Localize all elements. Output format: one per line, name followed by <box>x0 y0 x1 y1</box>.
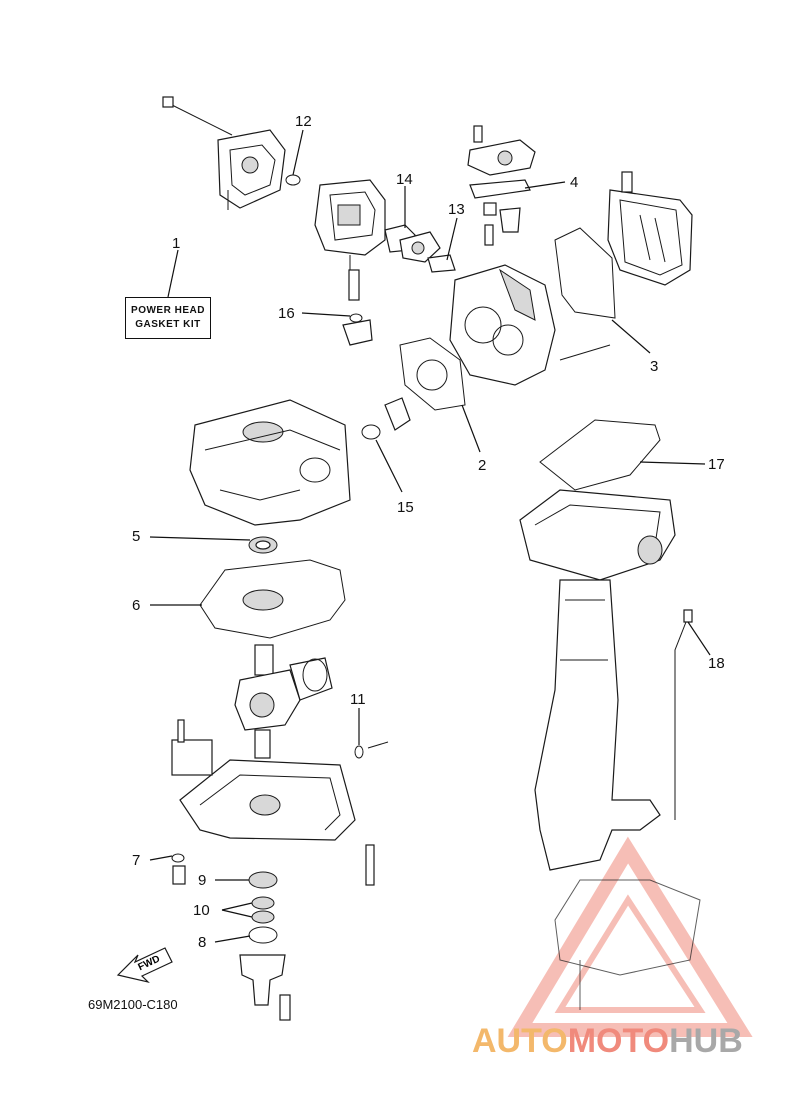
callout-17: 17 <box>708 456 725 473</box>
lower-drive <box>554 879 701 1010</box>
part-18-water-tube <box>674 609 693 820</box>
callout-2: 2 <box>478 457 486 474</box>
cylinder-sleeve <box>384 397 411 431</box>
kit-label-line2: GASKET KIT <box>135 319 201 330</box>
callout-7: 7 <box>132 852 140 869</box>
callout-3: 3 <box>650 358 658 375</box>
part-2-gasket-bore <box>416 359 448 391</box>
callout-13: 13 <box>448 201 465 218</box>
part-8-oring <box>248 926 278 944</box>
intake-spacer <box>384 224 456 273</box>
carburetor <box>314 179 386 346</box>
tiller-bracket <box>162 96 286 210</box>
callout-10: 10 <box>193 902 210 919</box>
callout-8: 8 <box>198 934 206 951</box>
part-10-bearing-lower <box>251 910 275 924</box>
cylinder-head <box>449 264 611 386</box>
callout-18: 18 <box>708 655 725 672</box>
callout-11: 11 <box>350 691 366 708</box>
part-3-gasket <box>554 227 616 319</box>
watermark-text: AUTOMOTOHUB <box>472 1022 743 1061</box>
callout-1: 1 <box>172 235 180 252</box>
part-16-oring <box>349 313 363 323</box>
bearing <box>242 589 284 611</box>
part-10-bearing-upper <box>251 896 275 910</box>
kit-label-line1: POWER HEAD <box>131 305 205 316</box>
callout-9: 9 <box>198 872 206 889</box>
watermark-part1: AUTO <box>472 1022 568 1060</box>
upper-casing <box>519 489 676 871</box>
lower-bearing-housing <box>239 954 291 1021</box>
callout-14: 14 <box>396 171 413 188</box>
part-9-seal <box>248 871 278 889</box>
callout-15: 15 <box>397 499 414 516</box>
thermostat-cover <box>467 125 536 246</box>
callout-4: 4 <box>570 174 578 191</box>
crankcase <box>171 719 356 841</box>
part-2-gasket <box>399 337 466 411</box>
callout-12: 12 <box>295 113 312 130</box>
part-7-washer <box>171 853 185 863</box>
part-11-washer <box>354 745 364 759</box>
watermark-part3: HUB <box>669 1022 743 1060</box>
callout-5: 5 <box>132 528 140 545</box>
callout-16: 16 <box>278 305 295 322</box>
figure-code: 69M2100-C180 <box>88 997 178 1012</box>
watermark-part2: MOTO <box>567 1022 670 1060</box>
head-cover <box>607 171 693 286</box>
part-6-gasket <box>199 559 346 639</box>
part-17-gasket <box>539 419 661 491</box>
fwd-arrow <box>116 947 173 984</box>
crankshaft <box>234 644 333 759</box>
cylinder-block <box>189 399 351 526</box>
power-head-gasket-kit-label: POWER HEAD GASKET KIT <box>125 297 211 339</box>
callout-group: 1 2 3 4 5 6 7 8 9 10 11 12 13 14 15 16 <box>132 113 725 951</box>
watermark-logo <box>507 836 753 1037</box>
part-15-oring <box>361 424 381 440</box>
callout-6: 6 <box>132 597 140 614</box>
part-12-oring <box>285 174 301 186</box>
